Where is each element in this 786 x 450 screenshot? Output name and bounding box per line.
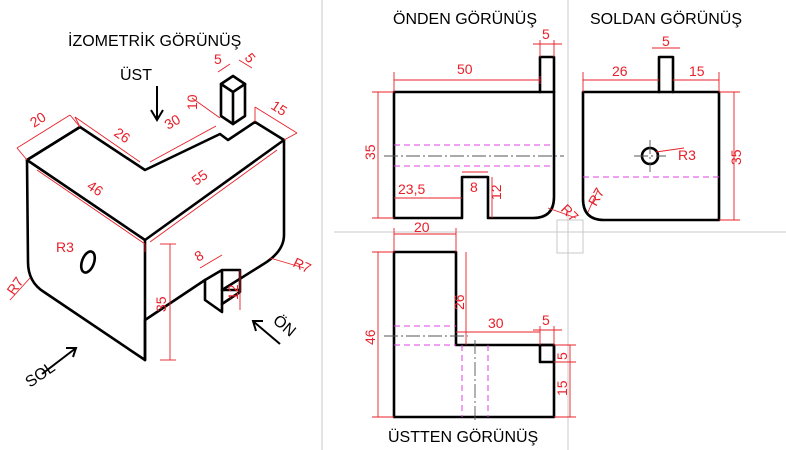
front-dim-35: 35	[362, 144, 378, 160]
front-view: ÖNDEN GÖRÜNÜŞ 50 5 35 23,5 8 12 R7	[362, 10, 582, 225]
iso-dim-8: 8	[192, 247, 207, 265]
left-dimension-lines	[582, 47, 740, 221]
top-dim-5b: 5	[554, 352, 570, 360]
top-dim-30: 30	[488, 315, 504, 331]
iso-dim-r7a: R7	[3, 274, 26, 298]
front-outline	[392, 55, 556, 220]
iso-dim-35: 35	[153, 296, 169, 312]
top-dim-15: 15	[554, 380, 570, 396]
front-dim-12: 12	[488, 184, 504, 200]
iso-body-outline	[25, 120, 286, 362]
top-pin	[538, 343, 556, 364]
label-ust: ÜST	[120, 66, 152, 84]
left-outline	[581, 55, 721, 222]
iso-dim-10: 10	[184, 94, 200, 110]
arrow-down-icon	[150, 86, 164, 122]
left-dim-15: 15	[689, 63, 705, 79]
front-dim-23-5: 23,5	[398, 181, 425, 197]
arrow-front-icon	[251, 320, 281, 345]
iso-dim-26: 26	[111, 124, 133, 146]
left-dim-26: 26	[612, 63, 628, 79]
iso-dim-20: 20	[27, 108, 49, 130]
left-dim-r3: R3	[678, 147, 696, 163]
front-title: ÖNDEN GÖRÜNÜŞ	[393, 10, 537, 28]
label-on: ÖN	[269, 311, 299, 340]
arrow-left-icon	[41, 347, 78, 375]
left-view: SOLDAN GÖRÜNÜŞ 26 5 15 R3 35 R7	[581, 10, 744, 222]
front-dimension-lines	[372, 40, 577, 219]
left-dim-5: 5	[662, 33, 670, 49]
iso-dim-r3: R3	[56, 239, 74, 255]
isometric-view: 20 26 30 10 5 5 15 46 55 R3 8 12 35 R7 R…	[3, 31, 314, 391]
top-outline	[392, 250, 556, 419]
iso-dim-r7b: R7	[291, 254, 314, 276]
left-title: SOLDAN GÖRÜNÜŞ	[590, 10, 742, 28]
iso-dim-46: 46	[84, 177, 106, 199]
iso-dim-12: 12	[225, 284, 241, 300]
top-dimension-lines	[372, 228, 576, 418]
front-hidden-lines	[394, 144, 554, 167]
iso-dimension-lines	[9, 59, 305, 361]
top-dim-5a: 5	[542, 312, 550, 328]
top-hidden-lines	[394, 325, 489, 417]
front-dim-8: 8	[470, 179, 478, 195]
front-dim-50: 50	[457, 61, 473, 77]
iso-dim-55: 55	[189, 166, 211, 188]
iso-dim-30: 30	[162, 111, 184, 133]
iso-dim-15: 15	[268, 97, 290, 119]
left-dim-35: 35	[728, 149, 744, 165]
top-dim-26: 26	[451, 294, 467, 310]
top-title: ÜSTTEN GÖRÜNÜŞ	[388, 428, 538, 446]
iso-hole	[79, 250, 97, 274]
sheet-guides	[321, 0, 786, 450]
top-view: ÜSTTEN GÖRÜNÜŞ 20 26 46 30 5 5 15	[362, 219, 576, 446]
front-dim-r7: R7	[558, 201, 582, 225]
iso-dim-5a: 5	[214, 51, 222, 67]
iso-title: İZOMETRİK GÖRÜNÜŞ	[68, 31, 241, 50]
front-dim-5: 5	[542, 26, 550, 42]
left-dim-r7: R7	[585, 185, 608, 209]
top-dim-20: 20	[414, 219, 430, 235]
top-dim-46: 46	[362, 329, 378, 345]
label-sol: SOL	[23, 359, 59, 391]
